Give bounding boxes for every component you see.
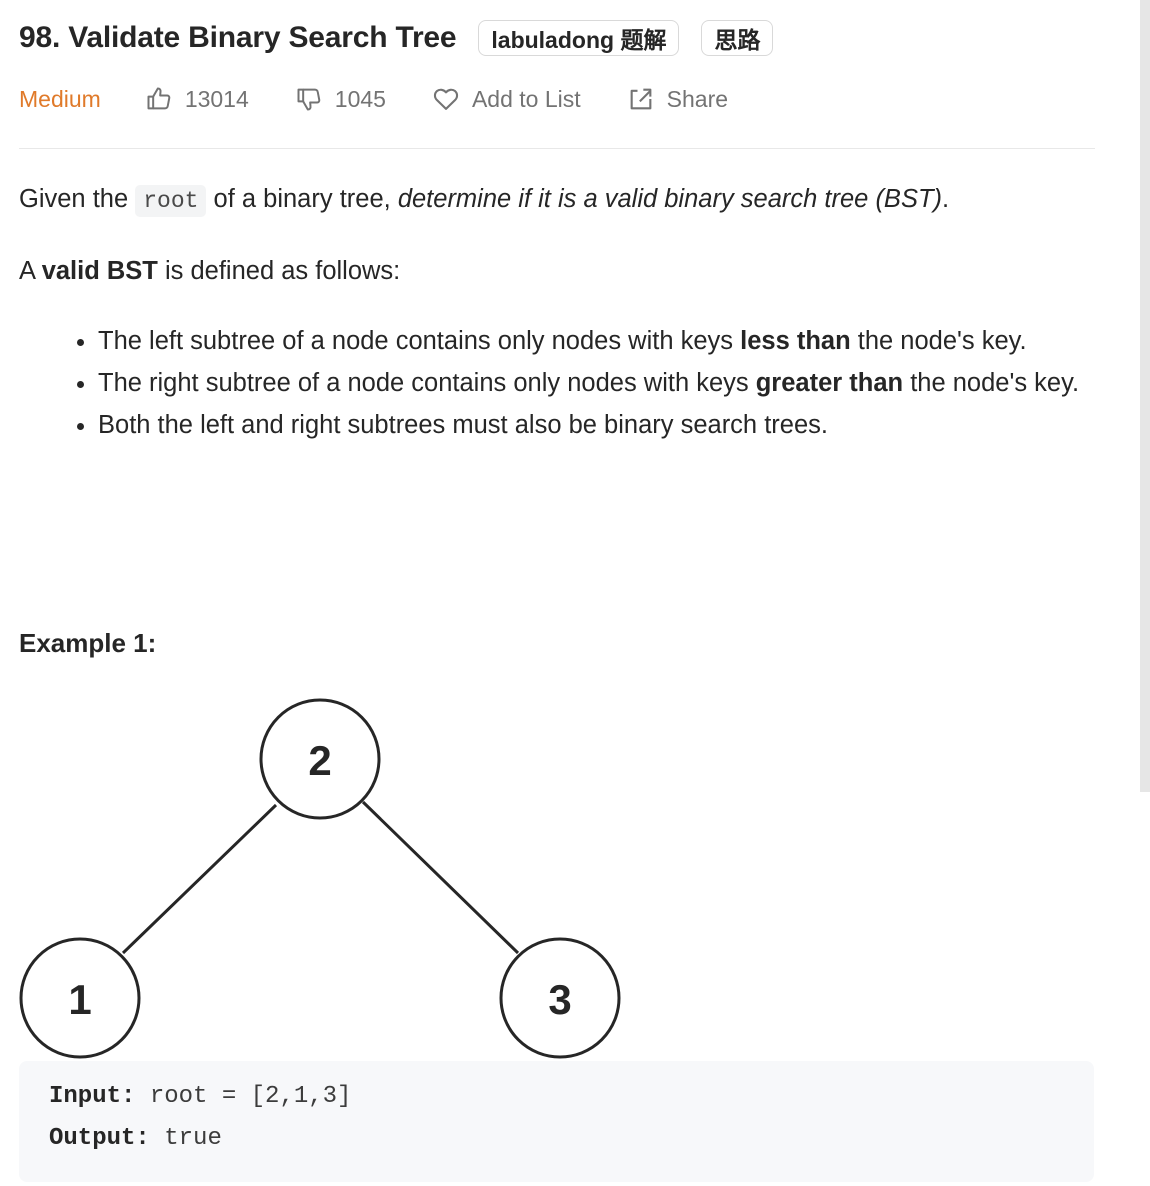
rule-text: The right subtree of a node contains onl… — [98, 369, 756, 397]
tree-node-label: 3 — [548, 976, 571, 1023]
intro-text-mid: of a binary tree, — [206, 185, 398, 213]
add-to-list-label: Add to List — [471, 85, 581, 112]
tree-node-label: 2 — [308, 737, 331, 784]
tag-labuladong-solution[interactable]: labuladong 题解 — [478, 20, 680, 56]
scrollbar-thumb[interactable] — [1140, 0, 1150, 792]
title-row: 98. Validate Binary Search Tree labulado… — [19, 14, 1095, 62]
tree-node-label: 1 — [68, 976, 91, 1023]
definition-suffix: is defined as follows: — [157, 257, 401, 285]
rule-text-end: the node's key. — [850, 327, 1027, 355]
problem-header: 98. Validate Binary Search Tree labulado… — [19, 14, 1095, 114]
definition-prefix: A — [19, 257, 42, 285]
difficulty-label: Medium — [19, 85, 101, 112]
intro-text: Given the — [19, 185, 136, 213]
list-item: The right subtree of a node contains onl… — [98, 362, 1095, 404]
like-count: 13014 — [184, 85, 249, 112]
scrollbar-track[interactable] — [1138, 0, 1150, 1186]
rule-text-end: the node's key. — [903, 369, 1080, 397]
share-button[interactable]: Share — [627, 85, 728, 113]
thumbs-up-icon — [147, 87, 171, 110]
problem-description: Given the root of a binary tree, determi… — [19, 178, 1095, 446]
header-divider — [19, 148, 1095, 149]
tree-edge-right — [361, 800, 520, 955]
dislike-button[interactable]: 1045 — [295, 85, 386, 113]
add-to-list-button[interactable]: Add to List — [432, 85, 581, 113]
input-value: root = [2,1,3] — [135, 1083, 352, 1110]
tree-edge-left — [121, 803, 278, 955]
problem-title: 98. Validate Binary Search Tree — [19, 21, 457, 54]
meta-row: Medium 13014 1045 Add to List — [19, 84, 1095, 114]
example-output-line: Output: true — [49, 1125, 222, 1152]
output-label: Output: — [49, 1125, 150, 1152]
intro-paragraph: Given the root of a binary tree, determi… — [19, 178, 1095, 222]
heart-icon — [433, 88, 459, 110]
share-icon — [630, 88, 652, 110]
input-label: Input: — [49, 1083, 136, 1110]
tree-node-root: 2 — [259, 698, 381, 820]
example-tree-diagram: 2 1 3 — [19, 698, 621, 1059]
like-button[interactable]: 13014 — [145, 85, 249, 113]
example-input-line: Input: root = [2,1,3] — [49, 1083, 351, 1110]
example-code-block: Input: root = [2,1,3] Output: true — [19, 1061, 1094, 1182]
tag-approach[interactable]: 思路 — [701, 20, 774, 56]
intro-emphasis: determine if it is a valid binary search… — [397, 185, 943, 213]
tree-node-right: 3 — [499, 937, 621, 1059]
rules-list: The left subtree of a node contains only… — [19, 320, 1095, 446]
rule-text: Both the left and right subtrees must al… — [98, 411, 828, 439]
rule-bold: greater than — [755, 369, 904, 397]
share-label: Share — [666, 85, 729, 112]
thumbs-down-icon — [297, 88, 321, 111]
definition-paragraph: A valid BST is defined as follows: — [19, 250, 1095, 292]
dislike-count: 1045 — [334, 85, 386, 112]
example-title: Example 1: — [19, 628, 157, 658]
list-item: Both the left and right subtrees must al… — [98, 404, 1095, 446]
tree-node-left: 1 — [19, 937, 141, 1059]
inline-code-root: root — [135, 185, 207, 217]
list-item: The left subtree of a node contains only… — [98, 320, 1095, 362]
rule-bold: less than — [740, 327, 851, 355]
rule-text: The left subtree of a node contains only… — [98, 327, 741, 355]
intro-period: . — [942, 185, 950, 213]
output-value: true — [149, 1125, 222, 1152]
definition-bold: valid BST — [41, 257, 158, 285]
